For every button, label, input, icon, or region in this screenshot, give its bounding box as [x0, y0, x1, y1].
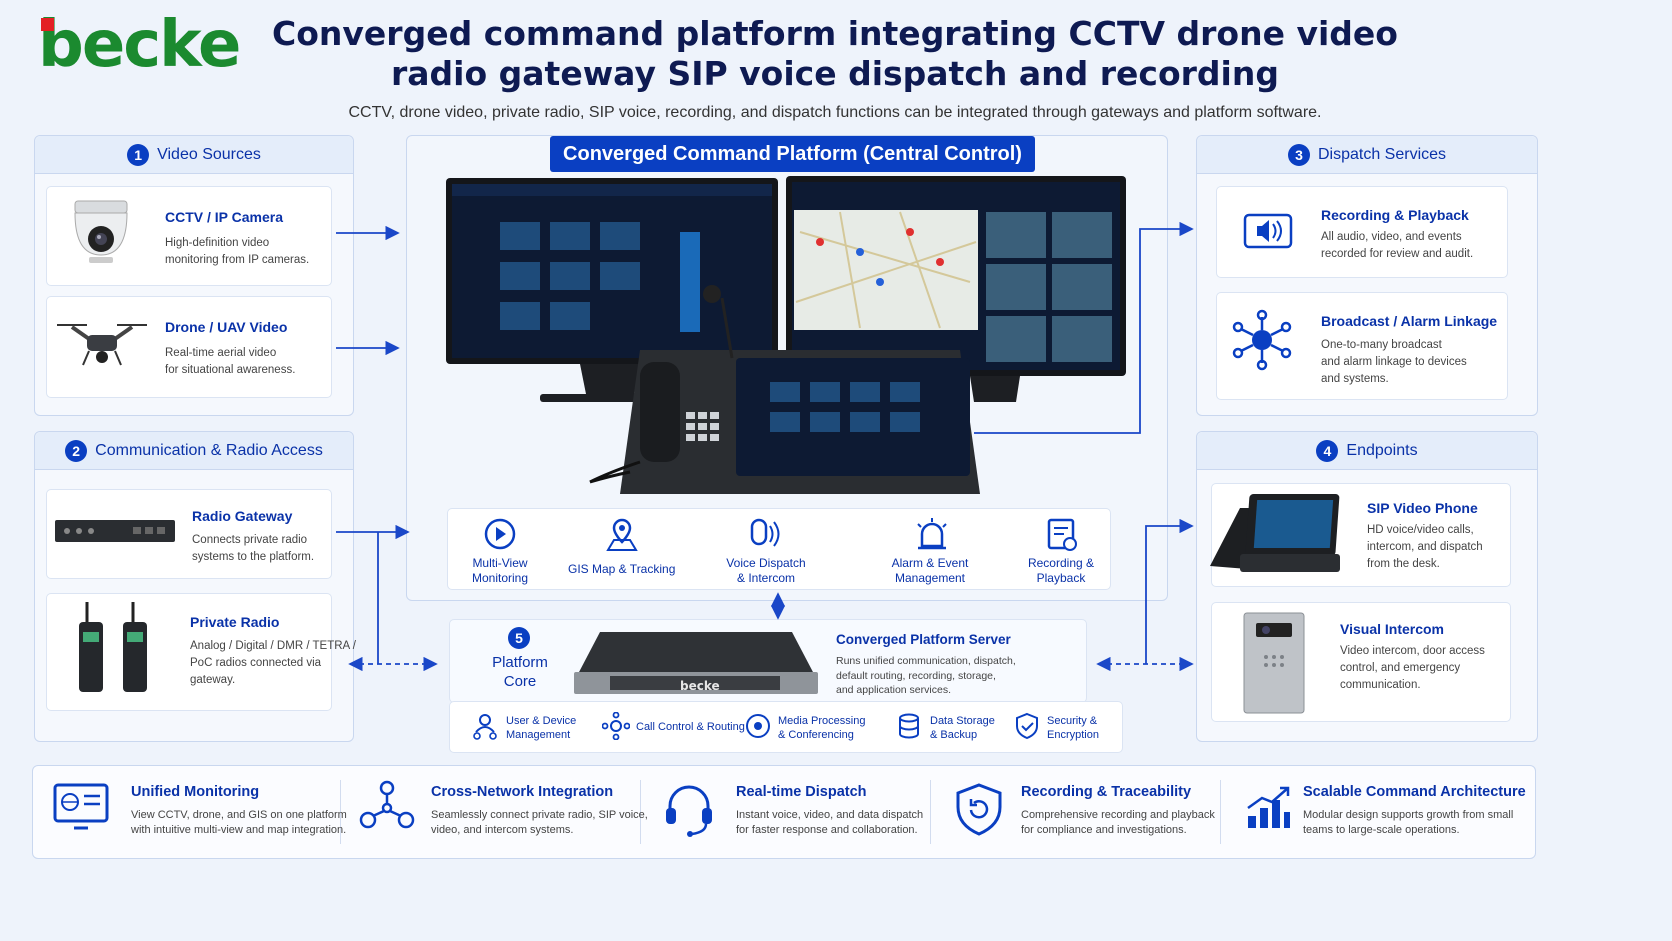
call-routing-icon: [602, 712, 630, 740]
platform-server-image: [574, 632, 818, 694]
command-workstation-illustration: [446, 176, 1126, 494]
drone-card: Drone / UAV Video Real-time aerial video…: [46, 296, 332, 398]
module-media: Media Processing & Conferencing: [778, 715, 866, 741]
function-alarm-event: Alarm & Event Management: [891, 556, 969, 585]
recording-title: Recording & Playback: [1321, 207, 1469, 223]
benefits-divider: [340, 780, 341, 844]
intercom-title: Visual Intercom: [1340, 621, 1445, 637]
sip-video-phone-icon: [1210, 494, 1340, 572]
platform-core-title: Platform Core: [492, 654, 548, 690]
benefit-recording-title: Recording & Traceability: [1021, 784, 1192, 800]
database-icon: [899, 713, 919, 739]
radio-gateway-card: Radio Gateway Connects private radio sys…: [46, 489, 332, 579]
cctv-title: CCTV / IP Camera: [165, 209, 284, 225]
function-gis-map: GIS Map & Tracking: [568, 562, 676, 576]
alarm-icon: [917, 518, 947, 550]
drone-icon: [57, 324, 147, 366]
becke-logo: becke: [38, 8, 241, 82]
sip-phone-card: SIP Video Phone HD voice/video calls, in…: [1210, 483, 1511, 587]
cctv-card: CCTV / IP Camera High-definition video m…: [46, 186, 332, 286]
logo-red-mark: [41, 18, 54, 31]
benefit-dispatch-desc: Instant voice, video, and data dispatch …: [736, 809, 924, 836]
server-brand: becke: [680, 679, 720, 693]
broadcast-card: Broadcast / Alarm Linkage One-to-many br…: [1216, 292, 1508, 400]
benefit-dispatch-title: Real-time Dispatch: [736, 784, 867, 800]
network-nodes-icon: [359, 780, 415, 829]
benefits-divider: [640, 780, 641, 844]
function-voice-dispatch: Voice Dispatch & Intercom: [726, 556, 806, 585]
broadcast-title: Broadcast / Alarm Linkage: [1321, 313, 1498, 329]
dome-camera-icon: [74, 200, 128, 263]
benefit-recording-desc: Comprehensive recording and playback for…: [1021, 809, 1215, 836]
radio-gateway-icon: [55, 520, 175, 542]
module-user-device: User & Device Management: [506, 715, 577, 741]
benefit-unified-title: Unified Monitoring: [131, 784, 260, 800]
voice-dispatch-icon: [750, 518, 780, 547]
page-subtitle: CCTV, drone video, private radio, SIP vo…: [348, 104, 1322, 121]
benefit-unified-desc: View CCTV, drone, and GIS on one platfor…: [131, 809, 347, 836]
shield-refresh-icon: [956, 783, 1002, 836]
private-radio-card: Private Radio Analog / Digital / DMR / T…: [46, 593, 356, 711]
module-call-control: Call Control & Routing: [636, 721, 745, 733]
media-processing-icon: [746, 714, 770, 738]
benefit-scalable-title: Scalable Command Architecture: [1303, 784, 1526, 800]
platform-core-number: 5: [508, 627, 530, 649]
benefits-divider: [1220, 780, 1221, 844]
growth-chart-icon: [1247, 786, 1290, 828]
headset-icon: [666, 785, 712, 837]
function-multi-view: Multi-View Monitoring: [471, 556, 529, 585]
central-functions: [447, 508, 1111, 590]
radio-gateway-desc: Connects private radio systems to the pl…: [192, 534, 315, 563]
benefit-scalable-desc: Modular design supports growth from smal…: [1303, 809, 1514, 836]
recording-card: Recording & Playback All audio, video, a…: [1216, 186, 1508, 278]
network-hub-icon: [1232, 309, 1292, 371]
central-title: Converged Command Platform (Central Cont…: [550, 136, 1035, 172]
recording-desc: All audio, video, and events recorded fo…: [1321, 231, 1474, 260]
server-title: Converged Platform Server: [836, 632, 1011, 647]
function-recording: Recording & Playback: [1027, 556, 1095, 585]
monitor-globe-icon: [53, 783, 109, 830]
module-storage: Data Storage & Backup: [930, 715, 995, 741]
broadcast-desc: One-to-many broadcast and alarm linkage …: [1321, 339, 1467, 385]
page-title: Converged command platform integrating C…: [272, 14, 1398, 93]
radio-gateway-title: Radio Gateway: [192, 508, 293, 524]
module-security: Security & Encryption: [1047, 715, 1099, 741]
recording-playback-icon: [1047, 518, 1077, 551]
sip-phone-desc: HD voice/video calls, intercom, and disp…: [1367, 524, 1483, 570]
intercom-card: Visual Intercom Video intercom, door acc…: [1211, 602, 1511, 722]
security-shield-icon: [1016, 712, 1038, 740]
benefits-divider: [930, 780, 931, 844]
intercom-desc: Video intercom, door access control, and…: [1340, 645, 1485, 691]
speaker-record-icon: [1243, 213, 1293, 249]
benefit-crossnet-desc: Seamlessly connect private radio, SIP vo…: [431, 809, 648, 836]
sip-phone-title: SIP Video Phone: [1367, 500, 1478, 516]
visual-intercom-icon: [1243, 612, 1305, 714]
core-modules: [449, 701, 1123, 753]
private-radio-desc: Analog / Digital / DMR / TETRA / PoC rad…: [190, 640, 356, 686]
drone-desc: Real-time aerial video for situational a…: [165, 347, 296, 376]
private-radio-title: Private Radio: [190, 614, 280, 630]
gis-map-icon: [606, 518, 638, 551]
cctv-desc: High-definition video monitoring from IP…: [165, 237, 310, 266]
handheld-radio-icon: [79, 602, 147, 692]
multi-view-icon: [484, 518, 516, 550]
benefit-crossnet-title: Cross-Network Integration: [431, 784, 614, 800]
drone-title: Drone / UAV Video: [165, 319, 288, 335]
user-device-icon: [473, 714, 497, 740]
server-desc: Runs unified communication, dispatch, de…: [836, 655, 1016, 696]
